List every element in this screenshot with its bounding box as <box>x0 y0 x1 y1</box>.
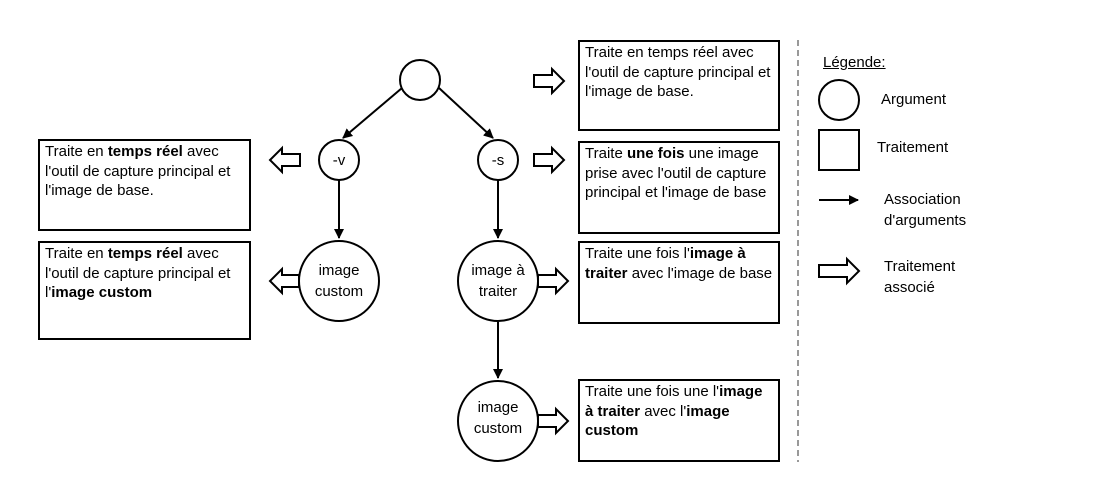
node-s-label: -s <box>491 152 505 169</box>
node-v <box>318 139 360 181</box>
node-s-custom-label-line1: image <box>477 399 519 416</box>
text-segment: Traite en temps réel avec l'outil de cap… <box>585 44 771 100</box>
node-root <box>399 59 441 101</box>
hollow-arrow-v <box>268 145 301 175</box>
hollow-arrow-s-traiter <box>537 266 570 296</box>
text-segment: Traite <box>585 145 627 162</box>
hollow-arrow-s-custom <box>537 406 570 436</box>
node-s-traiter-label-line2: traiter <box>478 283 518 300</box>
box-s-description: Traite une fois une image prise avec l'o… <box>578 141 780 234</box>
bold-text-segment: une fois <box>626 145 685 162</box>
legend-argument-symbol <box>818 79 860 121</box>
hollow-arrow-root <box>533 66 566 96</box>
text-segment: Traite une fois une l' <box>585 383 720 400</box>
text-segment: une image prise avec l'outil de capture … <box>585 145 767 201</box>
bold-text-segment: image custom <box>585 402 730 440</box>
bold-text-segment: image à traiter <box>585 245 746 282</box>
node-v-custom-label-line2: custom <box>314 283 364 300</box>
hollow-arrow-s <box>533 145 566 175</box>
node-s-traiter-label: image à traiter <box>458 260 538 302</box>
bold-text-segment: image custom <box>51 284 153 301</box>
legend-traitement-associe-line1: Traitement <box>884 258 956 275</box>
legend-association-line2: d'arguments <box>884 212 967 229</box>
legend-title: Légende: <box>823 54 886 71</box>
legend-association-label: Association d'arguments <box>884 189 966 231</box>
node-v-custom-label: image custom <box>299 260 379 302</box>
text-segment: avec l'image de base <box>627 264 773 282</box>
text-segment: Traite en <box>45 245 108 262</box>
node-s-custom-label: image custom <box>458 397 538 439</box>
legend-argument-label: Argument <box>881 91 947 108</box>
legend-traitement-associe-label: Traitement associé <box>884 256 955 298</box>
legend-association-line1: Association <box>884 191 961 208</box>
node-v-custom-label-line1: image <box>318 262 360 279</box>
node-s <box>477 139 519 181</box>
text-segment: avec l' <box>640 402 687 420</box>
box-v-custom-description: Traite en temps réel avec l'outil de cap… <box>38 241 251 340</box>
node-s-traiter-label-line1: image à <box>471 262 525 279</box>
hollow-arrow-v-custom <box>268 266 300 296</box>
legend-traitement-associe-symbol <box>818 256 861 286</box>
node-s-custom-label-line2: custom <box>473 420 523 437</box>
legend-traitement-associe-line2: associé <box>884 279 935 296</box>
text-segment: avec l'outil de capture principal et l' <box>45 245 231 301</box>
box-s-custom-description: Traite une fois une l'image à traiter av… <box>578 379 780 462</box>
legend-traitement-label: Traitement <box>877 139 949 156</box>
legend-traitement-symbol <box>818 129 860 171</box>
text-segment: avec l'outil de capture principal et l'i… <box>45 143 231 199</box>
box-s-traiter-description: Traite une fois l'image à traiter avec l… <box>578 241 780 324</box>
box-v-description: Traite en temps réel avec l'outil de cap… <box>38 139 251 231</box>
node-v-label: -v <box>332 152 346 169</box>
bold-text-segment: temps réel <box>107 143 183 160</box>
text-segment: Traite en <box>45 143 108 160</box>
bold-text-segment: image à traiter <box>585 383 763 420</box>
edge-root-to-v <box>342 87 403 139</box>
box-root-description: Traite en temps réel avec l'outil de cap… <box>578 40 780 131</box>
text-segment: Traite une fois l' <box>585 245 690 262</box>
edge-root-to-s <box>438 87 494 139</box>
bold-text-segment: temps réel <box>107 245 183 262</box>
